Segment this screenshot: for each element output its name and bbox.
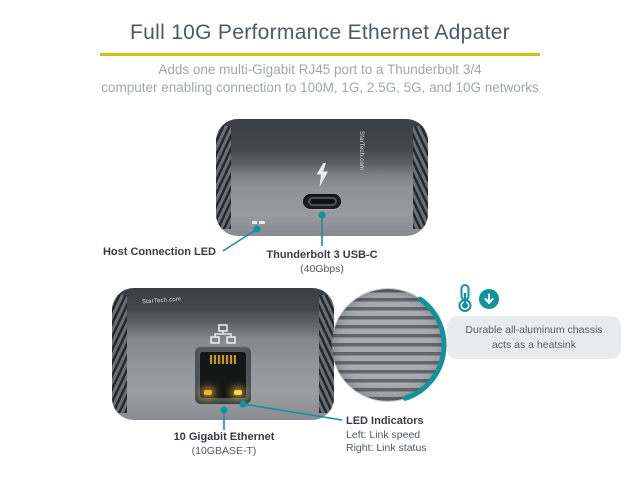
adapter-back-view: StarTech.com [216,119,428,236]
ethernet-standard-label: (10GBASE-T) [191,445,257,457]
led-indicators-label: LED Indicators [346,415,424,427]
thunderbolt-icon [316,163,328,187]
host-connection-led-label: Host Connection LED [102,246,216,258]
startech-logo: StarTech.com [358,131,364,171]
heatsink-vent-left [112,295,127,413]
usb-c-port [303,194,341,209]
thunderbolt-speed-label: (40Gbps) [300,263,344,275]
adapter-chassis-front: StarTech.com [112,288,334,420]
heatsink-detail-view [332,289,447,401]
heatsink-vent-left [216,126,231,229]
detail-arc [402,296,447,401]
page-title: Full 10G Performance Ethernet Adpater [130,21,510,44]
led-right-label: Right: Link status [346,442,427,454]
down-arrow-icon [479,289,499,309]
heatsink-note: Durable all-aluminum chassis acts as a h… [447,316,621,359]
rj45-port [195,346,251,404]
rj45-pins [210,355,236,364]
adapter-chassis: StarTech.com [216,119,428,236]
ethernet-icon [210,324,236,344]
link-speed-led [204,390,212,395]
ethernet-label: 10 Gigabit Ethernet [173,431,275,443]
heatsink-vent-right [413,126,428,229]
thunderbolt-label: Thunderbolt 3 USB-C [266,249,378,261]
adapter-front-view: StarTech.com [112,288,334,420]
subtitle-line-2: computer enabling connection to 100M, 1G… [101,80,539,95]
subtitle-line-1: Adds one multi-Gigabit RJ45 port to a Th… [158,62,482,77]
title-underline [100,53,540,56]
thermometer-icon [458,284,472,312]
heatsink-vent-right [319,295,334,413]
host-connection-led [252,221,265,224]
led-left-label: Left: Link speed [346,429,421,441]
link-status-led [234,390,242,395]
